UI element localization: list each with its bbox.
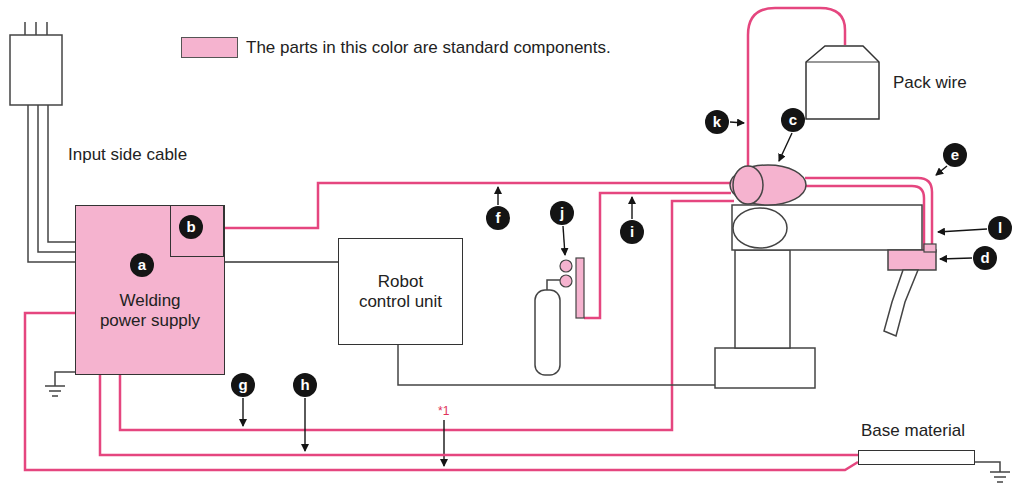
torch-connector <box>924 244 936 252</box>
callout-letter: k <box>705 110 729 134</box>
power-supply-box: Welding power supply <box>75 205 225 375</box>
input-cable <box>28 105 75 262</box>
callout-letter: e <box>943 143 967 167</box>
node-text: Robot control unit <box>353 272 449 312</box>
node-text: Base material <box>861 421 965 441</box>
leader-line <box>730 122 744 123</box>
regulator-gauge <box>560 275 572 287</box>
node-text: Pack wire <box>893 73 967 93</box>
callout-letter: h <box>293 373 317 397</box>
robot-arm <box>732 205 922 250</box>
cable-f <box>225 183 732 228</box>
base-material-plate: Base material <box>858 450 975 465</box>
leader-line <box>242 398 243 426</box>
pack-wire-shape <box>806 46 879 119</box>
callout-letter: f <box>486 206 510 230</box>
leader-line <box>779 133 792 161</box>
pack-wire-drum: Pack wire <box>805 45 880 120</box>
legend-text: The parts in this color are standard com… <box>246 38 611 58</box>
leader-line <box>938 229 987 232</box>
wire-feeder <box>730 165 806 205</box>
pack-wire-outline <box>805 45 880 120</box>
leader-line <box>940 258 972 259</box>
cylinder-neck <box>547 280 560 290</box>
callout-letter: d <box>973 246 997 270</box>
cable-label: Input side cable <box>68 145 187 165</box>
pack-wire-rim <box>806 61 879 62</box>
robot-base <box>715 348 815 388</box>
control-signal-cable <box>225 261 338 263</box>
callout-letter: c <box>781 108 805 132</box>
feeder-face <box>733 166 763 204</box>
input-plug <box>10 35 62 105</box>
callout-letter: i <box>620 220 644 244</box>
callout-letter: l <box>988 216 1012 240</box>
leader-line <box>936 166 947 175</box>
footnote-mark: *1 <box>438 404 449 418</box>
robot-column <box>735 250 790 348</box>
torch-nozzle <box>884 270 918 336</box>
regulator-gauge <box>560 260 572 272</box>
gas-hose-i <box>584 193 731 318</box>
leader-lines <box>243 122 987 466</box>
welding-torch <box>888 250 936 270</box>
ground-symbol <box>45 372 75 396</box>
gas-cylinder <box>535 290 560 375</box>
robot-joint <box>733 208 787 248</box>
leader-line <box>631 197 632 219</box>
callout-letter: g <box>231 373 255 397</box>
legend-swatch <box>181 37 238 58</box>
node-text: Welding power supply <box>98 291 203 331</box>
leader-line <box>443 420 444 466</box>
ground-symbol <box>975 462 1010 482</box>
plug-prongs <box>25 22 47 35</box>
control-unit-box: Robot control unit <box>338 238 463 345</box>
callout-letter: b <box>179 215 203 239</box>
flow-meter <box>576 258 584 318</box>
leader-line <box>304 398 305 451</box>
leader-line <box>497 187 498 205</box>
callout-letter: a <box>130 253 154 277</box>
leader-line <box>563 226 565 255</box>
callout-letter: j <box>550 201 574 225</box>
base-cable-h <box>100 375 858 455</box>
